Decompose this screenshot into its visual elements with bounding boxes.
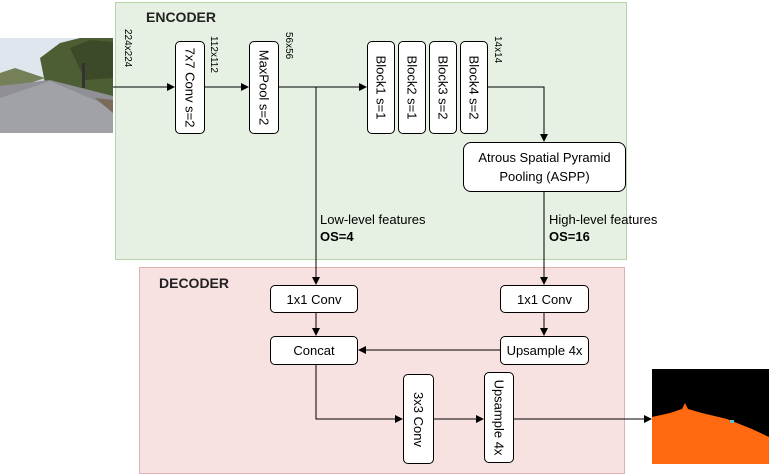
block1-node: Block1 s=1 — [367, 41, 395, 134]
high-level-features-text: High-level features — [549, 212, 658, 227]
maxpool-node: MaxPool s=2 — [249, 41, 279, 134]
encoder-title: ENCODER — [146, 9, 217, 25]
arrow-concat-to-conv3 — [315, 365, 403, 423]
block3-node: Block3 s=2 — [429, 41, 457, 134]
high-level-os: OS=16 — [549, 229, 590, 244]
output-segmentation-image — [652, 369, 769, 464]
block4-node: Block4 s=2 — [460, 41, 488, 134]
upsample-4x-node-a: Upsample 4x — [500, 336, 589, 365]
upsample-4x-node-b: Upsample 4x — [484, 372, 514, 463]
upsample-4x-label-a: Upsample 4x — [506, 343, 583, 358]
aspp-node: Atrous Spatial Pyramid Pooling (ASPP) — [463, 142, 626, 192]
high-level-1x1-conv-node: 1x1 Conv — [500, 285, 589, 313]
decoder-title: DECODER — [159, 275, 230, 291]
concat-label: Concat — [293, 343, 335, 358]
high-level-1x1-conv-label: 1x1 Conv — [517, 291, 572, 307]
block2-node: Block2 s=1 — [398, 41, 426, 134]
low-level-os: OS=4 — [320, 229, 354, 244]
conv7x7-node: 7x7 Conv s=2 — [175, 41, 205, 134]
low-level-1x1-conv-label: 1x1 Conv — [286, 291, 342, 307]
conv3x3-node: 3x3 Conv — [403, 374, 434, 464]
concat-node: Concat — [270, 336, 358, 365]
input-road-image — [0, 38, 113, 133]
aspp-label: Atrous Spatial Pyramid Pooling (ASPP) — [478, 150, 611, 184]
arrow-block4-to-aspp — [488, 86, 548, 142]
low-level-features-label: Low-level features OS=4 — [320, 211, 426, 245]
low-level-features-text: Low-level features — [320, 212, 426, 227]
high-level-features-label: High-level features OS=16 — [549, 211, 657, 245]
low-level-1x1-conv-node: 1x1 Conv — [270, 285, 358, 313]
